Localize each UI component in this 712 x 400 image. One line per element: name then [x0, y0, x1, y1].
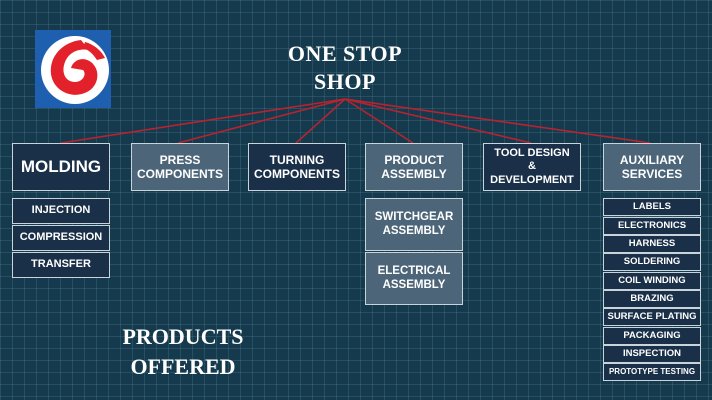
category-label-line2: ASSEMBLY — [381, 167, 447, 181]
molding-item: INJECTION — [12, 198, 110, 224]
assembly-item-line1: SWITCHGEAR — [374, 210, 454, 223]
auxiliary-item: BRAZING — [603, 290, 701, 308]
auxiliary-item: COIL WINDING — [603, 272, 701, 290]
category-label-line2: SERVICES — [621, 167, 683, 181]
category-label-line2: COMPONENTS — [253, 167, 340, 181]
assembly-item-line2: ASSEMBLY — [382, 224, 446, 237]
auxiliary-item: PROTOTYPE TESTING — [603, 363, 701, 381]
molding-item: TRANSFER — [12, 252, 110, 278]
category-label-mid: & — [528, 160, 536, 173]
category-label-line1: AUXILIARY — [619, 152, 685, 167]
category-press-components: PRESS COMPONENTS — [131, 143, 229, 191]
hub-title: ONE STOP SHOP — [255, 40, 435, 96]
auxiliary-item-label: COIL WINDING — [618, 275, 686, 287]
connector-line-turning — [295, 98, 346, 144]
connector-line-press — [177, 98, 346, 144]
assembly-item-line2: ASSEMBLY — [382, 278, 446, 291]
auxiliary-item: HARNESS — [603, 235, 701, 253]
category-tool-design: TOOL DESIGN & DEVELOPMENT — [483, 143, 581, 191]
auxiliary-item-label: ELECTRONICS — [617, 220, 687, 232]
category-label-line2: DEVELOPMENT — [490, 173, 574, 186]
category-auxiliary-services: AUXILIARY SERVICES — [603, 143, 701, 191]
assembly-item: ELECTRICAL ASSEMBLY — [365, 252, 463, 305]
products-title-line1: PRODUCTS — [122, 324, 244, 349]
category-product-assembly: PRODUCT ASSEMBLY — [365, 143, 463, 191]
products-title-line2: OFFERED — [130, 354, 236, 379]
category-label-line1: TURNING — [269, 152, 325, 167]
category-label-line2: COMPONENTS — [136, 167, 223, 181]
company-logo-icon — [35, 30, 111, 108]
assembly-item-line1: ELECTRICAL — [377, 264, 451, 277]
auxiliary-item-label: BRAZING — [630, 293, 674, 305]
connector-line-tool — [344, 98, 532, 144]
auxiliary-item: INSPECTION — [603, 345, 701, 363]
auxiliary-item: PACKAGING — [603, 327, 701, 345]
hub-title-line1: ONE STOP — [287, 41, 403, 66]
molding-item-label: INJECTION — [31, 204, 91, 217]
connector-line-assembly — [344, 98, 414, 144]
category-label-line1: TOOL DESIGN — [494, 147, 570, 160]
category-label: MOLDING — [20, 156, 102, 176]
assembly-item: SWITCHGEAR ASSEMBLY — [365, 198, 463, 251]
molding-item-label: COMPRESSION — [19, 231, 103, 244]
auxiliary-item-label: SOLDERING — [623, 256, 681, 268]
category-molding: MOLDING — [12, 143, 110, 191]
molding-item-label: TRANSFER — [31, 258, 91, 271]
connector-line-molding — [60, 98, 346, 144]
auxiliary-item-label: HARNESS — [628, 238, 676, 250]
auxiliary-item-label: PROTOTYPE TESTING — [608, 367, 696, 377]
products-offered-title: PRODUCTS OFFERED — [88, 322, 278, 382]
auxiliary-item: LABELS — [603, 198, 701, 216]
auxiliary-item-label: SURFACE PLATING — [607, 311, 697, 323]
auxiliary-item: ELECTRONICS — [603, 217, 701, 235]
category-label-line1: PRESS — [159, 152, 201, 167]
hub-title-line2: SHOP — [314, 69, 376, 94]
auxiliary-item-label: PACKAGING — [623, 330, 681, 342]
molding-item: COMPRESSION — [12, 225, 110, 251]
category-label-line1: PRODUCT — [384, 152, 444, 167]
auxiliary-item-label: LABELS — [633, 201, 671, 213]
category-turning-components: TURNING COMPONENTS — [248, 143, 346, 191]
auxiliary-item: SOLDERING — [603, 253, 701, 271]
auxiliary-item: SURFACE PLATING — [603, 308, 701, 326]
company-logo — [35, 30, 111, 108]
connector-line-auxiliary — [344, 98, 651, 144]
auxiliary-item-label: INSPECTION — [622, 348, 682, 360]
